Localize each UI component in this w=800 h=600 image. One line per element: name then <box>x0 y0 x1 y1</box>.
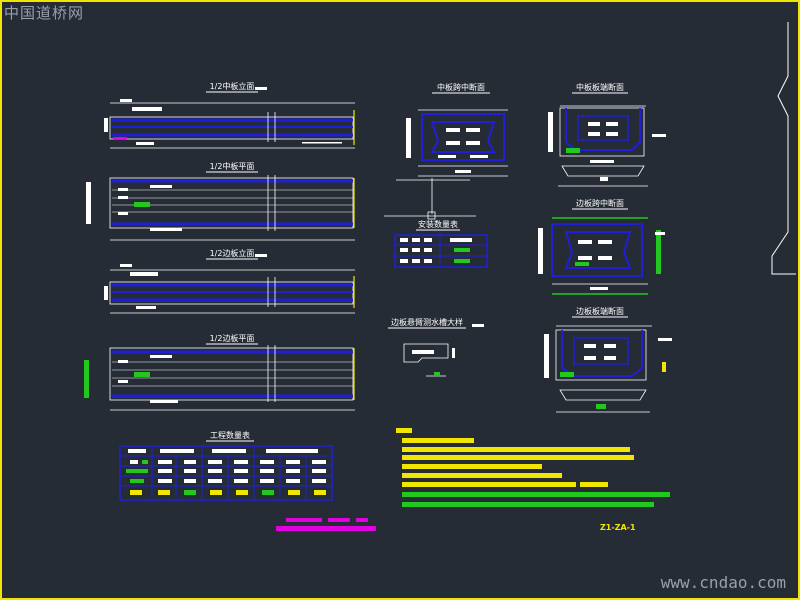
mid-span-section <box>384 93 508 219</box>
work-qty-title: 工程数量表 <box>210 430 250 440</box>
mid-plan-title: 1/2中板平面 <box>210 161 255 171</box>
edge-slab-plan <box>84 344 355 410</box>
edge-elevation-title: 1/2边板立面 <box>210 248 255 258</box>
watermark-bottom: www.cndao.com <box>661 573 786 592</box>
edge-end-section <box>544 317 672 412</box>
mid-span-title: 中板跨中断面 <box>437 82 485 92</box>
signature-bars <box>276 518 376 531</box>
drawing-number: Z1-ZA-1 <box>600 523 636 532</box>
mid-slab-elevation <box>104 87 355 148</box>
break-outline <box>772 22 796 274</box>
edge-plan-title: 1/2边板平面 <box>210 333 255 343</box>
edge-span-title: 边板跨中断面 <box>576 198 624 208</box>
work-qty-table <box>120 441 332 500</box>
edge-slab-elevation <box>104 254 355 313</box>
mid-elevation-title: 1/2中板立面 <box>210 81 255 91</box>
mid-end-title: 中板板端断面 <box>576 82 624 92</box>
drain-detail-title: 边板悬臂测水槽大样 <box>391 317 463 327</box>
edge-end-title: 边板板端断面 <box>576 306 624 316</box>
notes-block <box>396 428 670 507</box>
install-qty-table <box>395 230 487 267</box>
watermark-top: 中国道桥网 <box>4 2 84 23</box>
mid-end-section <box>548 93 666 186</box>
drain-detail <box>388 324 484 376</box>
install-qty-title: 安装数量表 <box>418 219 458 229</box>
mid-slab-plan <box>86 172 355 240</box>
edge-span-section <box>538 209 665 294</box>
